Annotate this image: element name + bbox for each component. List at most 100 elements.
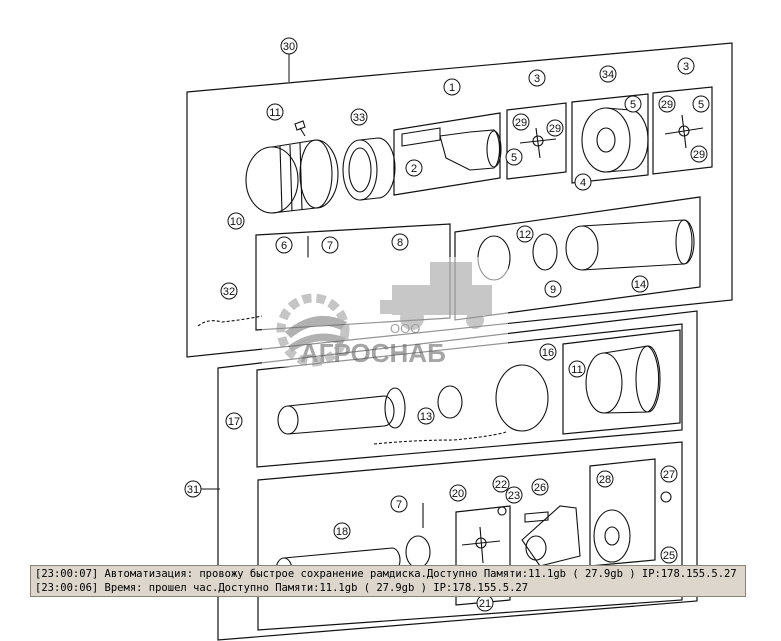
callout-5b: 5 [624,95,642,113]
svg-text:17: 17 [228,416,240,428]
callout-1: 1 [443,78,461,96]
callout-29d: 29 [690,145,708,163]
part-33-ring [342,137,396,201]
box-3b [652,86,713,175]
part-10-bellows [245,139,339,214]
callout-11b: 11 [568,360,586,378]
callout-33: 33 [350,108,368,126]
callout-17: 17 [225,412,243,430]
part-yoke-lower [521,505,581,567]
svg-text:23: 23 [508,490,520,502]
part-13-chain [373,431,507,445]
callout-21: 21 [476,594,494,612]
svg-text:2: 2 [411,163,417,175]
svg-text:31: 31 [187,484,199,496]
box-1 [393,112,501,196]
part-3b-cross [664,114,704,149]
part-34-flange [581,107,649,173]
part-3a-cross [519,127,557,159]
callout-10: 10 [227,212,245,230]
part-11-screw [294,120,306,137]
svg-text:25: 25 [663,550,675,562]
svg-text:18: 18 [336,526,348,538]
watermark-prefix: ООО [390,321,420,336]
svg-text:21: 21 [479,598,491,610]
svg-text:22: 22 [495,479,507,491]
callout-6: 6 [275,236,293,254]
callout-30: 30 [280,37,298,82]
panel-30 [186,42,733,358]
callout-3b: 3 [677,57,695,75]
callout-23: 23 [505,486,523,504]
callout-4: 4 [574,173,592,191]
svg-text:7: 7 [327,240,333,252]
svg-text:27: 27 [663,469,675,481]
svg-text:29: 29 [661,99,673,111]
callout-27: 27 [660,465,678,483]
part-22-nut [497,506,507,516]
callout-29a: 29 [512,113,530,131]
svg-text:33: 33 [353,112,365,124]
box-lower-b [257,441,683,631]
callout-13: 13 [417,407,435,425]
svg-text:3: 3 [534,73,540,85]
panel-31 [217,310,698,641]
box-28 [589,458,656,567]
callout-9: 9 [544,280,562,298]
callout-16: 16 [539,343,557,361]
svg-text:14: 14 [634,279,646,291]
callout-2: 2 [405,159,423,177]
callout-22: 22 [492,475,510,493]
part-20-cross [461,526,501,564]
svg-text:30: 30 [283,41,295,53]
callout-5c: 5 [692,95,710,113]
svg-text:3: 3 [683,61,689,73]
callout-29c: 29 [658,95,676,113]
svg-text:5: 5 [698,99,704,111]
svg-text:29: 29 [693,149,705,161]
svg-text:9: 9 [550,284,556,296]
status-log: [23:00:07] Автоматизация: провожу быстро… [30,565,746,597]
svg-text:29: 29 [515,117,527,129]
callout-8: 8 [391,233,409,251]
callout-29b: 29 [546,119,564,137]
callout-5a: 5 [505,148,523,166]
callout-18: 18 [333,522,351,540]
callout-34: 34 [599,65,617,83]
callout-25: 25 [660,546,678,564]
part-1-yoke [401,127,502,171]
svg-text:6: 6 [281,240,287,252]
svg-text:4: 4 [580,177,586,189]
svg-text:7: 7 [396,499,402,511]
svg-text:10: 10 [230,216,242,228]
gear-logo-icon [276,293,350,367]
svg-text:26: 26 [534,482,546,494]
svg-text:34: 34 [602,69,614,81]
svg-text:29: 29 [549,123,561,135]
log-line: [23:00:07] Автоматизация: провожу быстро… [35,568,737,580]
callout-28: 28 [596,470,614,488]
callout-7a: 7 [321,236,339,254]
part-28-flange [593,509,631,563]
svg-text:16: 16 [542,347,554,359]
log-line: [23:00:06] Время: прошел час.Доступно Па… [35,582,529,594]
svg-text:1: 1 [449,82,455,94]
part-16-bellows [585,345,661,414]
box-34 [571,93,649,184]
callout-32: 32 [220,282,238,300]
part-17-tube [277,364,549,435]
callout-3a: 3 [528,69,546,87]
svg-text:12: 12 [519,229,531,241]
part-14-tube [477,219,695,281]
callout-12: 12 [516,225,534,243]
callout-11a: 11 [266,103,284,121]
watermark-brand: АГРОСНАБ [300,338,446,368]
part-27-nut [660,491,672,503]
svg-text:13: 13 [420,411,432,423]
svg-text:11: 11 [571,364,582,376]
callout-14: 14 [631,275,649,293]
part-32-chain [197,315,263,327]
part-26-pin [524,511,549,523]
svg-text:5: 5 [511,152,517,164]
